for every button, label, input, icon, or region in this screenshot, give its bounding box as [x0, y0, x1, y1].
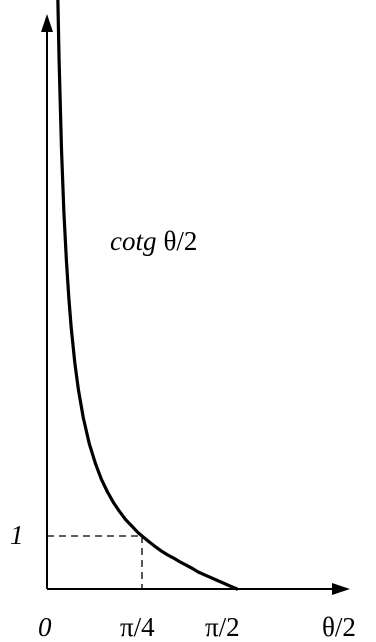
curve-label-italic: cotg	[110, 226, 157, 256]
x-axis-arrow	[332, 583, 350, 595]
x-tick-label: π/4	[120, 612, 155, 642]
series-line-cotangent	[56, 0, 239, 591]
x-tick-label: π/2	[205, 612, 240, 642]
y-axis-arrow	[41, 14, 53, 32]
y-tick-label: 1	[10, 520, 24, 550]
x-tick-label: 0	[38, 612, 52, 642]
x-axis-label: θ/2	[322, 612, 356, 642]
curve-label-symbol: θ/2	[164, 226, 198, 256]
